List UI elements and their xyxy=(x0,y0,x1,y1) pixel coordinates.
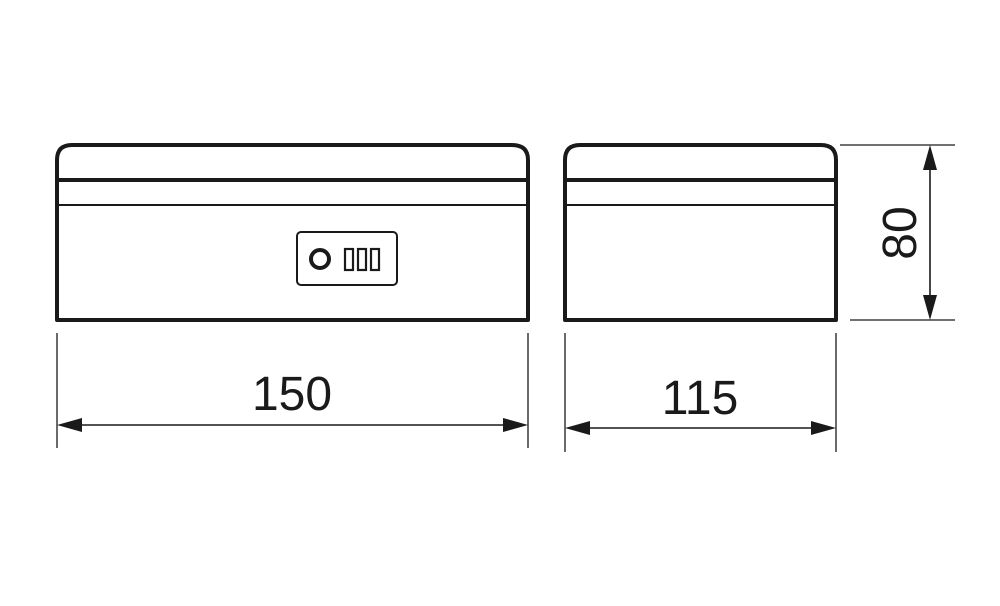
width-dimension: 150 xyxy=(56,333,529,448)
depth-arrow-left xyxy=(565,421,590,435)
dial-3 xyxy=(369,247,381,272)
front-view xyxy=(55,143,530,322)
combination-lock xyxy=(296,231,398,286)
height-arrow-top xyxy=(923,145,937,170)
depth-label: 115 xyxy=(662,372,739,425)
depth-arrow-right xyxy=(811,421,836,435)
side-view-outline xyxy=(563,143,838,322)
height-arrow-bottom xyxy=(923,295,937,320)
front-view-outline xyxy=(55,143,530,322)
width-arrow-left xyxy=(57,418,82,432)
dial-1 xyxy=(343,247,355,272)
keyhole-icon xyxy=(309,248,331,270)
width-arrow-right xyxy=(503,418,528,432)
dial-2 xyxy=(356,247,368,272)
height-label: 80 xyxy=(874,206,927,259)
height-dimension: 80 xyxy=(840,144,955,321)
side-view xyxy=(563,143,838,322)
combination-dial-icon xyxy=(343,247,381,272)
depth-dimension: 115 xyxy=(564,333,837,452)
width-label: 150 xyxy=(252,368,332,421)
